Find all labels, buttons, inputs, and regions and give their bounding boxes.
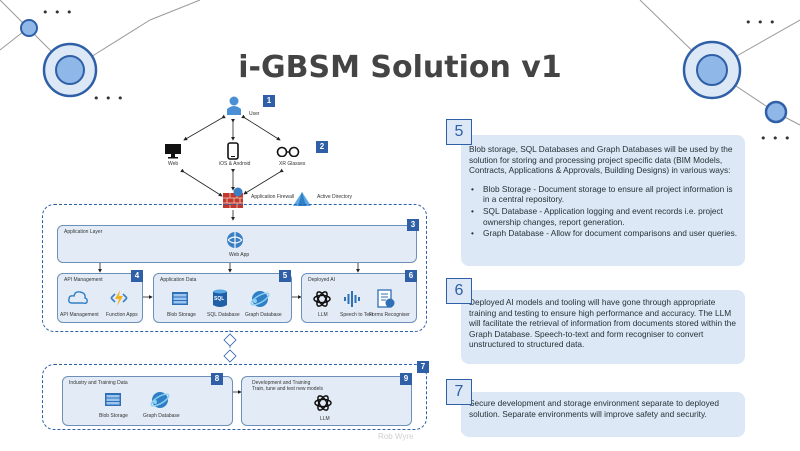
application-firewall-label: Application Firewall (251, 194, 295, 200)
small-circle-top-left (20, 19, 38, 37)
badge-3: 3 (407, 219, 419, 231)
blob-storage-icon (105, 393, 121, 406)
development-training-title: Development and Training (252, 380, 311, 386)
badge-8: 8 (211, 373, 223, 385)
phone-icon (227, 142, 239, 160)
note-7-text: Secure development and storage environme… (469, 398, 719, 419)
small-circle-top-right (764, 100, 788, 124)
industry-training-data-title: Industry and Training Data (69, 380, 128, 386)
note-6-text: Deployed AI models and tooling will have… (469, 297, 736, 350)
api-management-panel: API Management (57, 273, 143, 323)
sql-glyph: SQL (214, 296, 225, 302)
llm-icon (313, 291, 331, 307)
blob-storage-icon (172, 292, 188, 305)
deployed-ai-title: Deployed AI (308, 277, 335, 283)
badge-2: 2 (316, 141, 328, 153)
deployed-environment-boundary (42, 204, 427, 332)
llm-icon (314, 395, 332, 411)
graph-database-icon (250, 291, 270, 307)
active-directory-label: Active Directory (317, 194, 353, 200)
industry-training-data-panel: Industry and Training Data (62, 376, 233, 426)
ios-android-label: iOS & Android (219, 161, 251, 167)
note-5-bullets: Blob Storage - Document storage to ensur… (469, 184, 739, 239)
badge-5: 5 (279, 270, 291, 282)
note-5-bullet: SQL Database - Application logging and e… (469, 206, 739, 227)
blob-storage-item: Blob Storage (167, 312, 196, 318)
api-management-title: API Management (64, 277, 103, 283)
note-5-box: Blob storage, SQL Databases and Graph Da… (461, 135, 745, 266)
large-circle-top-left (42, 42, 98, 98)
user-label: User (249, 111, 260, 117)
active-directory-icon (293, 192, 311, 206)
ellipsis-decoration: • • • (93, 92, 125, 105)
note-5-text: Blob storage, SQL Databases and Graph Da… (469, 144, 739, 239)
user-icon (227, 96, 241, 115)
speech-to-text-icon (344, 291, 360, 307)
note-7-number: 7 (446, 379, 472, 405)
function-apps-icon (110, 290, 128, 306)
graph-database-icon (150, 392, 170, 408)
page-title: i-GBSM Solution v1 (238, 50, 562, 85)
function-apps-item: Function Apps (106, 312, 138, 318)
speech-to-text-item: Speech to Text (340, 312, 373, 318)
secure-environment-boundary (42, 364, 427, 430)
badge-6: 6 (405, 270, 417, 282)
api-management-item: API Management (60, 312, 99, 318)
industry-graph-database-item: Graph Database (143, 413, 180, 419)
note-5-bullet: Graph Database - Allow for document comp… (469, 228, 739, 239)
note-5-intro: Blob storage, SQL Databases and Graph Da… (469, 144, 733, 176)
watermark: Rob Wyre (378, 432, 414, 441)
graph-database-item: Graph Database (245, 312, 282, 318)
llm-item: LLM (318, 312, 328, 318)
ellipsis-decoration: • • • (42, 6, 74, 19)
note-7-box: Secure development and storage environme… (461, 392, 745, 437)
web-app-icon (227, 232, 243, 248)
badge-4: 4 (131, 270, 143, 282)
note-6-box: Deployed AI models and tooling will have… (461, 290, 745, 364)
sql-database-icon (213, 289, 227, 307)
monitor-icon (165, 144, 181, 159)
note-6-number: 6 (446, 278, 472, 304)
api-management-icon (68, 291, 88, 305)
xr-glasses-label: XR Glasses (279, 161, 306, 167)
ellipsis-decoration: • • • (760, 132, 792, 145)
deployed-ai-panel: Deployed AI (301, 273, 417, 323)
badge-1: 1 (263, 95, 275, 107)
note-5-number: 5 (446, 119, 472, 145)
glasses-icon (276, 146, 300, 157)
sql-database-item: SQL Database (207, 312, 240, 318)
forms-recogniser-icon (377, 289, 395, 308)
large-circle-top-right (682, 40, 742, 100)
dev-llm-item: LLM (320, 416, 330, 422)
application-data-title: Application Data (160, 277, 197, 283)
badge-7: 7 (417, 361, 429, 373)
development-training-subtitle: Train, tune and test new models (252, 386, 323, 392)
web-app-label: Web App (229, 252, 250, 258)
note-5-bullet: Blob Storage - Document storage to ensur… (469, 184, 739, 205)
application-layer-title: Application Layer (64, 229, 103, 235)
badge-9: 9 (400, 373, 412, 385)
ellipsis-decoration: • • • (745, 16, 777, 29)
web-label: Web (168, 161, 179, 167)
industry-blob-storage-item: Blob Storage (99, 413, 128, 419)
forms-recogniser-item: Forms Recogniser (369, 312, 410, 318)
